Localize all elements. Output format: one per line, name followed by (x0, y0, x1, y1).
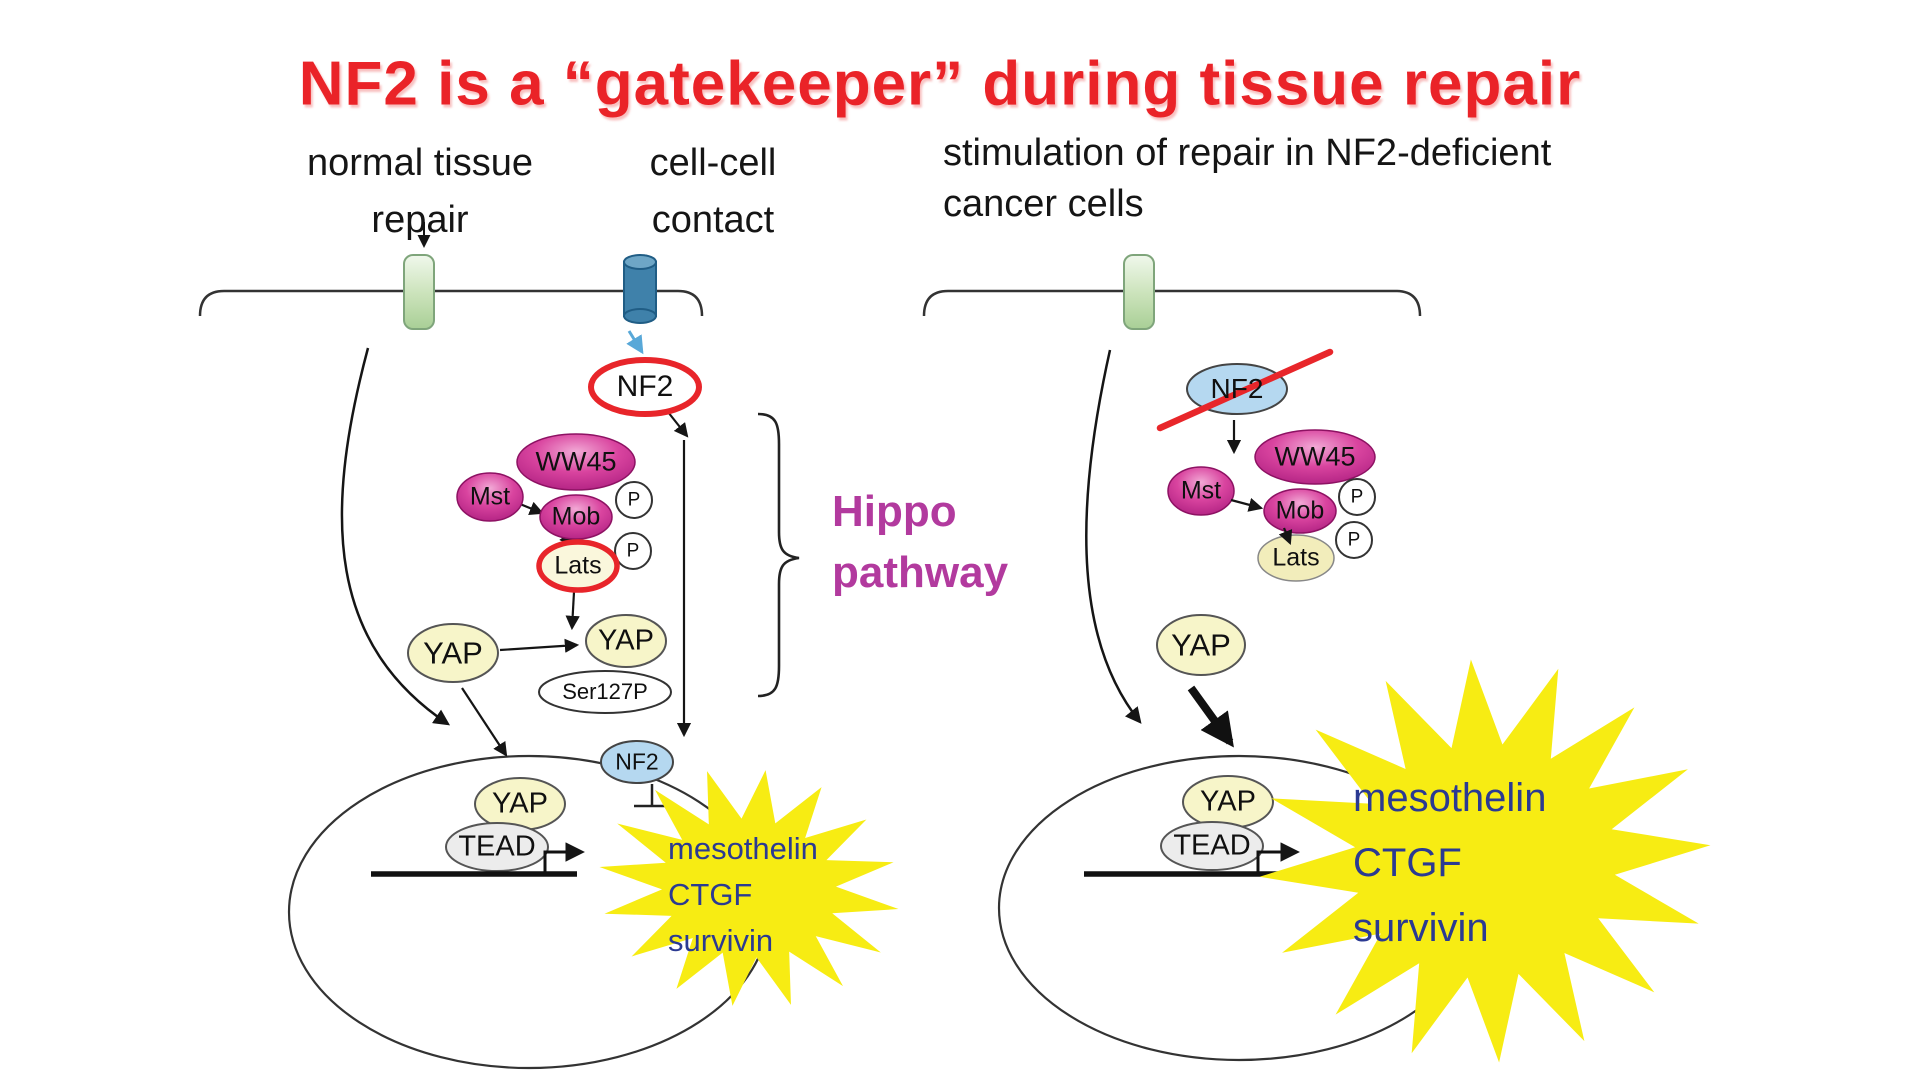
arrow-contact-signal (626, 330, 644, 355)
receptor-green-right (1123, 254, 1155, 330)
cell-contact-cylinder (623, 254, 657, 324)
arrow-membrane-to-nucleus-right (1085, 349, 1142, 724)
label-p1-left: P (627, 489, 641, 511)
starburst-right (1259, 659, 1711, 1063)
label-stimulation-nf2-deficient: stimulation of repair in NF2-deficient c… (943, 132, 1552, 226)
node-p1-right (1338, 478, 1376, 516)
label-mst-right: Mst (1180, 476, 1222, 505)
arrow-mst-to-mob-right (1230, 497, 1264, 512)
label-nf2-right: NF2 (1210, 373, 1264, 404)
label-p2-right: P (1347, 529, 1361, 551)
node-ww45-right (1254, 429, 1376, 485)
slide-title: NF2 is a “gatekeeper” during tissue repa… (298, 49, 1582, 119)
label-nf2-nuclear-left: NF2 (615, 748, 659, 775)
label-mob-right: Mob (1275, 496, 1325, 525)
arrow-membrane-to-nucleus-left (340, 347, 451, 726)
label-yap-cyto-left: YAP (423, 635, 483, 671)
arrow-mst-to-mob-left (519, 501, 544, 516)
membrane-left (198, 289, 704, 317)
transcription-arrow-left (543, 842, 585, 874)
label-tead-right: TEAD (1173, 829, 1251, 862)
node-nf2-left (588, 357, 702, 417)
node-nf2-nuclear-left (600, 740, 674, 784)
node-mob-right (1263, 488, 1337, 534)
hippo-pathway-label: Hippo pathway (832, 487, 1009, 597)
node-tead-right (1160, 821, 1264, 871)
node-mst-right (1167, 466, 1235, 516)
arrow-yap-phosphorylation (499, 638, 580, 653)
node-mst-left (456, 472, 524, 522)
label-ww45-right: WW45 (1274, 441, 1356, 472)
node-p2-right (1335, 521, 1373, 559)
node-p1-left (615, 481, 653, 519)
label-mst-left: Mst (469, 482, 511, 511)
label-p2-left: P (626, 540, 640, 562)
node-yap-cyto-left (407, 623, 499, 683)
label-yap-cyto-right: YAP (1171, 627, 1231, 663)
node-yap-cyto-right (1156, 614, 1246, 676)
arrow-yap-to-nucleus-right-bold (1187, 685, 1234, 748)
label-lats-left: Lats (554, 551, 602, 580)
label-nf2-left: NF2 (616, 370, 674, 403)
membrane-right (922, 289, 1422, 317)
label-ww45-left: WW45 (535, 446, 617, 477)
label-p1-right: P (1350, 486, 1364, 508)
arrow-nf2-to-complex (667, 411, 689, 438)
node-ser127p (538, 670, 672, 714)
label-yap-phospho-left: YAP (598, 624, 654, 657)
nf2-strikethrough (1156, 348, 1334, 432)
label-yap-nuclear-left: YAP (492, 787, 548, 820)
node-p2-left (614, 532, 652, 570)
label-yap-nuclear-right: YAP (1200, 785, 1256, 818)
transcription-arrow-right (1256, 842, 1300, 874)
label-lats-right: Lats (1272, 543, 1320, 572)
arrow-lats-to-yap (565, 591, 580, 631)
node-yap-phospho-left (585, 614, 667, 668)
hippo-brace (757, 412, 800, 698)
gene-list-right: mesothelin CTGF survivin (1353, 776, 1547, 950)
receptor-green-left (403, 254, 435, 330)
label-tead-left: TEAD (458, 830, 536, 863)
label-cell-cell-contact: cell-cell contact (649, 142, 777, 241)
label-mob-left: Mob (551, 502, 601, 531)
node-mob-left (539, 494, 613, 540)
node-tead-left (445, 822, 549, 872)
node-ww45-left (516, 433, 636, 491)
label-normal-tissue-repair: normal tissue repair (307, 142, 533, 241)
gene-list-left: mesothelin CTGF survivin (668, 831, 818, 958)
node-lats-right (1257, 534, 1335, 582)
node-lats-left (536, 539, 620, 593)
label-ser127p: Ser127P (562, 679, 648, 704)
arrow-yap-to-nucleus-left (461, 687, 508, 757)
starburst-left (599, 770, 899, 1006)
arrow-mob-to-lats-right (1278, 527, 1293, 545)
